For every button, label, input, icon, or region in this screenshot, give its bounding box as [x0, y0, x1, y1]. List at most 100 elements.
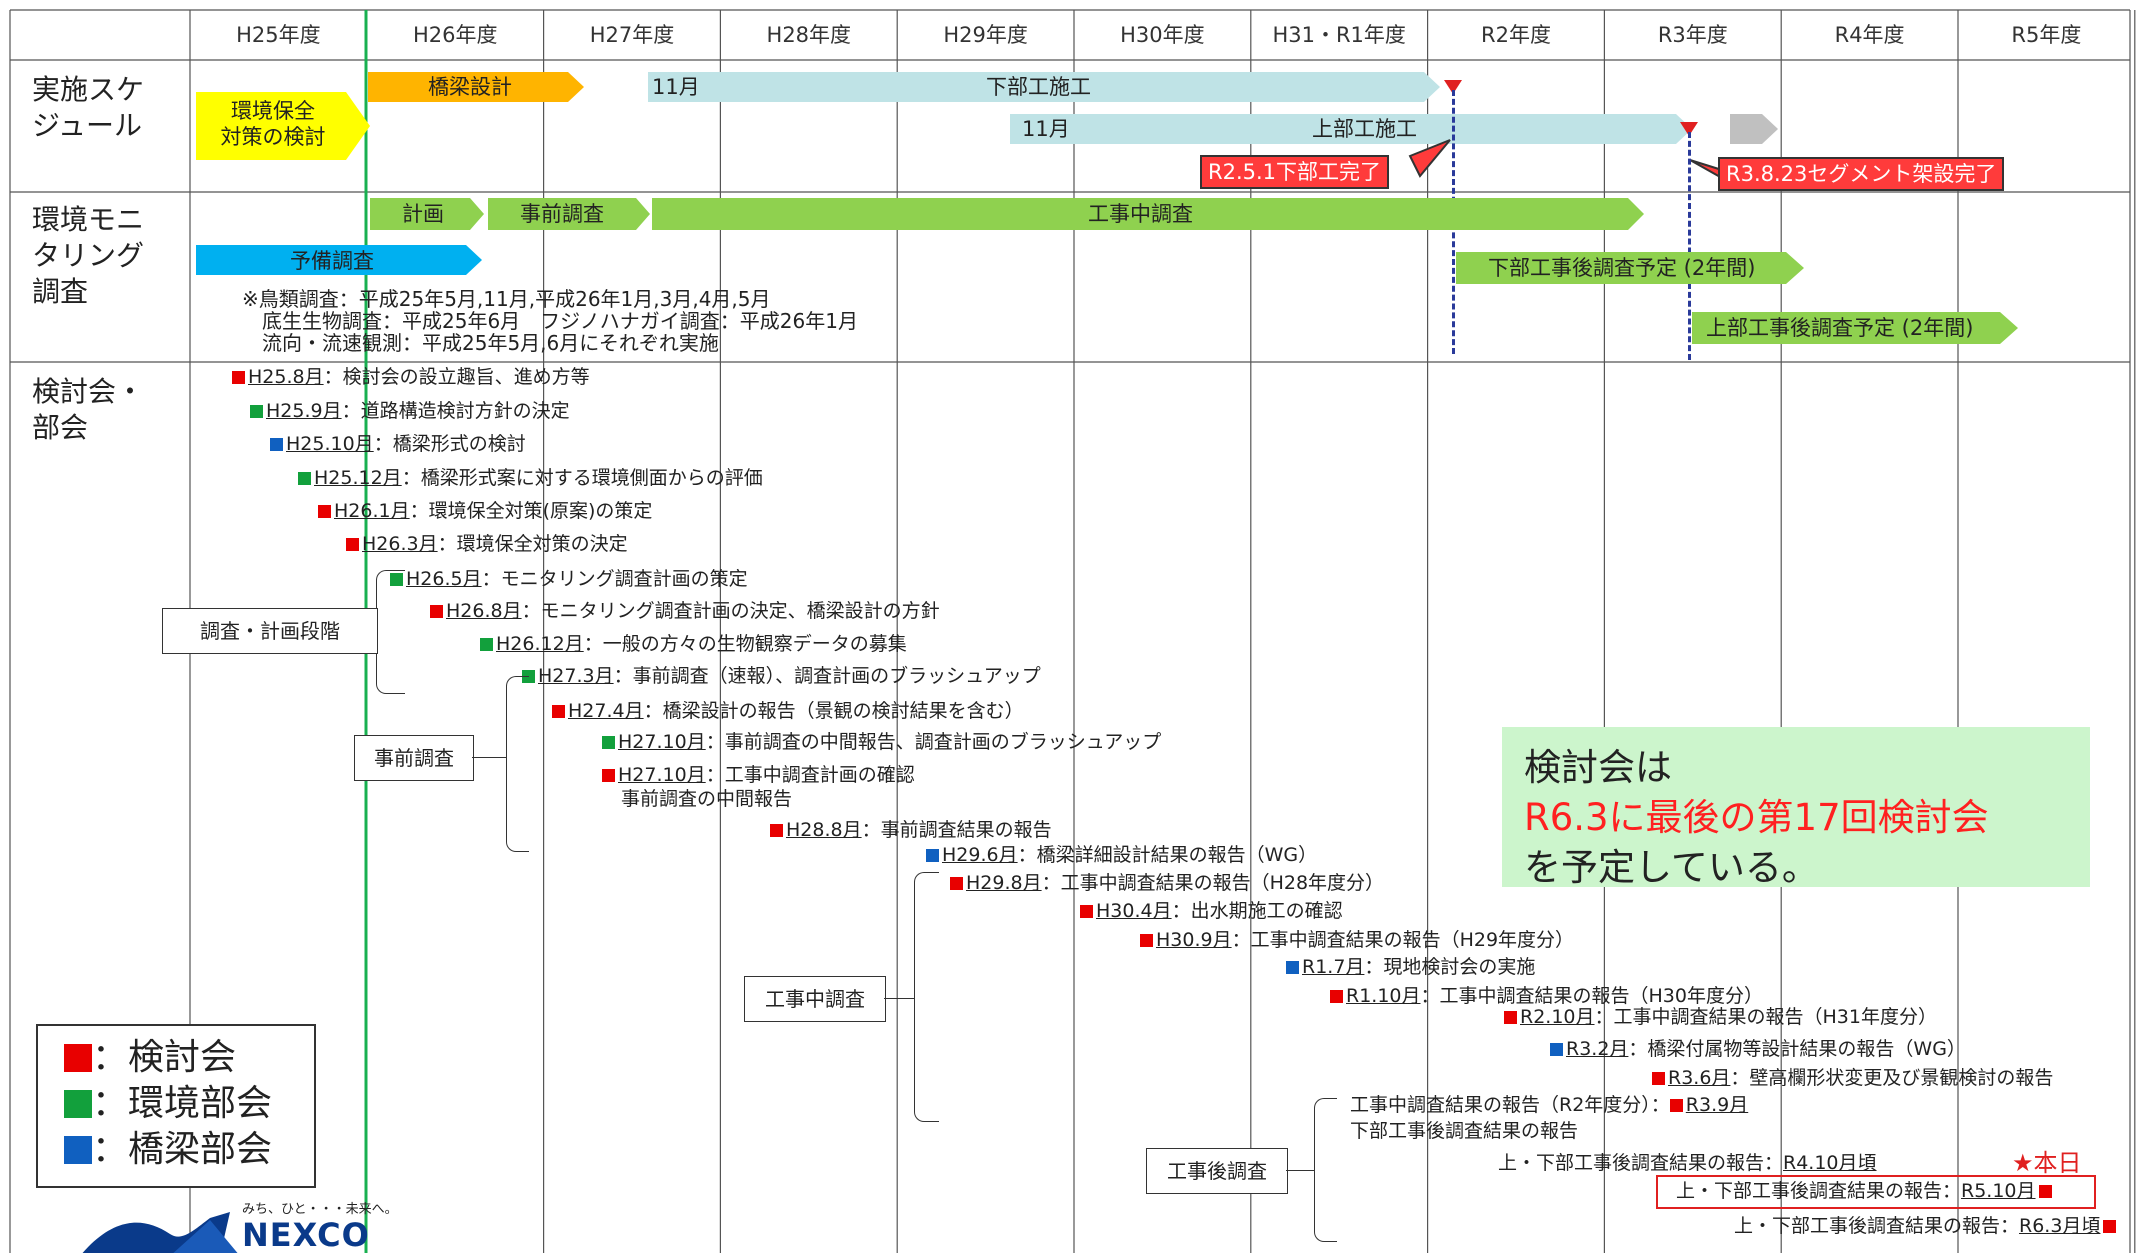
notice-box [1502, 727, 2090, 887]
planning-bracket [376, 570, 405, 694]
r39-event-line2: 下部工事後調査結果の報告 [1350, 1120, 1579, 1142]
phase-pre: 事前調査 [354, 735, 474, 781]
legend-label: ：検討会 [92, 1037, 237, 1078]
event-date: H27.3月 [538, 665, 614, 687]
notice-line3: を予定している。 [1524, 846, 1819, 889]
sub-complete-marker [1444, 80, 1462, 94]
event-text: ：橋梁設計の報告（景観の検討結果を含む） [643, 700, 1024, 722]
post-sub-label: 下部工事後調査予定 (2年間) [1488, 256, 1756, 280]
post-bracket-tip [1286, 1170, 1314, 1171]
pre-bracket-tip [472, 757, 506, 758]
r410-text: 上・下部工事後調査結果の報告： [1498, 1152, 1784, 1174]
committee-event: R3.6月：壁高欄形状変更及び景観検討の報告 [1652, 1066, 2053, 1090]
event-text: ：一般の方々の生物観察データの募集 [583, 633, 907, 655]
event-text: ：工事中調査結果の報告（H29年度分） [1231, 929, 1575, 951]
notice-line1: 検討会は [1524, 746, 1672, 789]
plan-bar [370, 198, 484, 230]
event-date: R1.10月 [1346, 985, 1421, 1007]
env-plan-label: 環境保全 対策の検討 [220, 99, 326, 149]
legend: ：検討会 ：環境部会 ：橋梁部会 [36, 1024, 316, 1188]
committee-event: H27.3月：事前調査（速報）、調査計画のブラッシュアップ [522, 664, 1041, 688]
event-text: ：検討会の設立趣旨、進め方等 [323, 366, 590, 388]
pre-bracket [506, 676, 529, 852]
row-label-monitoring: 環境モニ タリング 調査 [32, 203, 145, 308]
committee-event: H27.4月：橋梁設計の報告（景観の検討結果を含む） [552, 699, 1024, 723]
event-date: R2.10月 [1520, 1006, 1595, 1028]
legend-item-blue: ：橋梁部会 [64, 1130, 272, 1170]
event-date: H27.10月 [618, 731, 706, 753]
red-square-icon [318, 505, 331, 518]
r410-event: 上・下部工事後調査結果の報告：R4.10月頃 [1498, 1151, 1877, 1175]
red-square-icon [1330, 990, 1343, 1003]
committee-event: R1.10月：工事中調査結果の報告（H30年度分） [1330, 984, 1763, 1008]
event-text: ：モニタリング調査計画の決定、橋梁設計の方針 [521, 600, 940, 622]
event-text: ：事前調査の中間報告、調査計画のブラッシュアップ [705, 731, 1162, 753]
monitoring-bars [196, 198, 2018, 344]
committee-event: H25.12月：橋梁形式案に対する環境側面からの評価 [298, 466, 763, 490]
red-square-icon [346, 538, 359, 551]
red-square-icon [2103, 1220, 2117, 1233]
phase-during: 工事中調査 [744, 976, 886, 1022]
post-super-bar [1692, 312, 2018, 344]
event-text: ：事前調査結果の報告 [861, 819, 1052, 841]
super-complete-callout: R3.8.23セグメント架設完了 [1718, 157, 2005, 191]
event-text: ：橋梁形式の検討 [373, 433, 526, 455]
continuation-arrow [1730, 114, 1778, 144]
year-header: H26年度 [412, 23, 498, 47]
legend-item-green: ：環境部会 [64, 1084, 272, 1124]
event-date: H25.10月 [286, 433, 374, 455]
event-date: H27.4月 [568, 700, 644, 722]
survey-note: ※鳥類調査：平成25年5月,11月,平成26年1月,3月,4月,5月 底生生物調… [242, 287, 858, 355]
post-super-label: 上部工事後調査予定 (2年間) [1706, 316, 1974, 340]
today-highlight-box [1656, 1175, 2096, 1209]
blue-square-icon [1286, 961, 1299, 974]
red-square-icon [1669, 1099, 1683, 1112]
event-date: H26.12月 [496, 633, 584, 655]
committee-event: H26.3月：環境保全対策の決定 [346, 532, 628, 556]
event-text: ：環境保全対策の決定 [437, 533, 628, 555]
blue-square-icon [1550, 1043, 1563, 1056]
event-date: H30.9月 [1156, 929, 1232, 951]
r63-event: 上・下部工事後調査結果の報告：R6.3月頃 [1734, 1214, 2119, 1238]
logo-name: NEXCO [242, 1216, 370, 1253]
r39-event: 工事中調査結果の報告（R2年度分）：R3.9月 [1350, 1093, 1748, 1117]
logo-tagline: みち、ひと・・・未来へ。 [242, 1202, 398, 1217]
committee-event: H25.9月：道路構造検討方針の決定 [250, 399, 570, 423]
committee-event: H25.8月：検討会の設立趣旨、進め方等 [232, 365, 590, 389]
phase-planning: 調査・計画段階 [162, 608, 378, 654]
committee-event: H28.8月：事前調査結果の報告 [770, 818, 1052, 842]
r510-event: 上・下部工事後調査結果の報告：R5.10月 [1676, 1179, 2055, 1203]
committee-event: H25.10月：橋梁形式の検討 [270, 432, 526, 456]
row-label-schedule: 実施スケ ジュール [32, 73, 145, 142]
committee-event: H30.4月：出水期施工の確認 [1080, 899, 1343, 923]
green-square-icon [64, 1090, 92, 1118]
year-header: R4年度 [1834, 23, 1905, 47]
substructure-start-label: 11月 [652, 75, 700, 99]
super-complete-marker [1680, 122, 1698, 136]
post-bracket [1314, 1098, 1337, 1242]
preliminary-label: 予備調査 [290, 249, 374, 273]
event-date: H25.8月 [248, 366, 324, 388]
today-label: ★本日 [2012, 1149, 2082, 1177]
nexco-logo: みち、ひと・・・未来へ。 NEXCO [70, 1196, 430, 1253]
event-date: H26.1月 [334, 500, 410, 522]
r410-date: R4.10月頃 [1783, 1152, 1877, 1174]
superstructure-bar [1010, 114, 1692, 144]
event-date: R3.6月 [1668, 1067, 1731, 1089]
green-square-icon [480, 638, 493, 651]
event-text: ：橋梁付属物等設計結果の報告（WG） [1628, 1038, 1966, 1060]
green-square-icon [602, 736, 615, 749]
sub-callout-pointer [1408, 139, 1451, 178]
year-header: H30年度 [1120, 23, 1205, 47]
red-square-icon [1140, 934, 1153, 947]
bridge-design-label: 橋梁設計 [428, 75, 512, 99]
legend-label: ：橋梁部会 [92, 1129, 273, 1170]
event-date: R3.2月 [1566, 1038, 1629, 1060]
event-date: H29.6月 [942, 844, 1018, 866]
red-square-icon [950, 877, 963, 890]
committee-event: H27.10月：工事中調査計画の確認 事前調査の中間報告 [602, 763, 915, 811]
during-bracket-tip [884, 998, 914, 999]
committee-event: H26.1月：環境保全対策(原案)の策定 [318, 499, 652, 523]
superstructure-label: 上部工施工 [1312, 117, 1417, 141]
committee-event: H26.5月：モニタリング調査計画の策定 [390, 567, 748, 591]
